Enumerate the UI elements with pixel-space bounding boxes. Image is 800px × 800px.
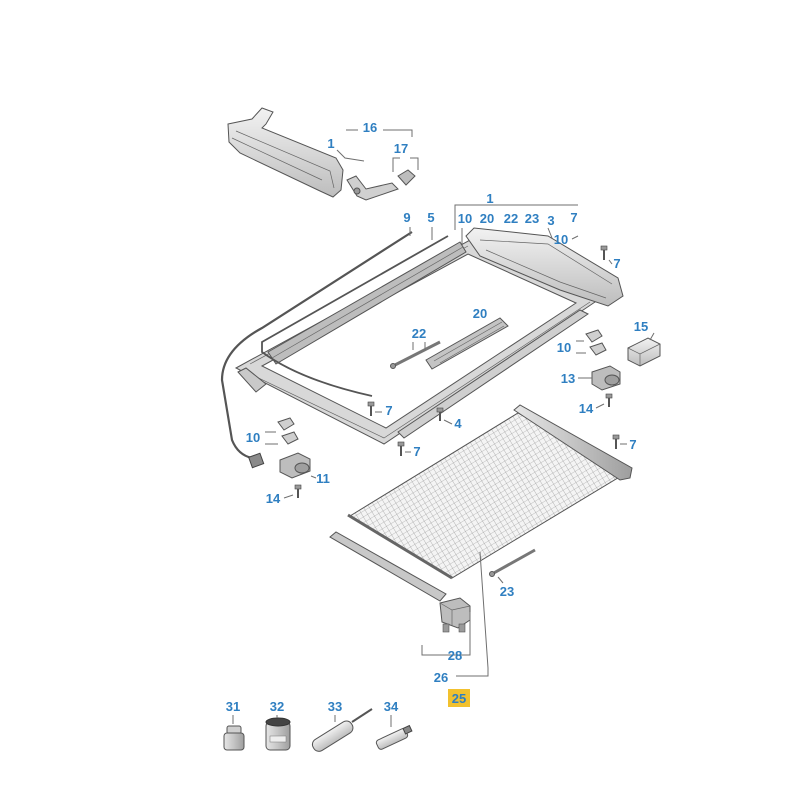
cable-part	[220, 231, 413, 469]
callout-7-right[interactable]: 7	[629, 437, 636, 452]
seal-strip-part	[261, 235, 449, 397]
can-32-part	[265, 717, 291, 751]
callout-23-bottom[interactable]: 23	[500, 584, 514, 599]
callout-22-top[interactable]: 22	[504, 211, 518, 226]
callout-26[interactable]: 26	[434, 670, 448, 685]
screw-14-left	[294, 484, 302, 498]
rod-part	[390, 340, 441, 369]
screw-7-bottom	[397, 441, 405, 456]
callout-1-frame[interactable]: 1	[486, 191, 493, 206]
callout-31[interactable]: 31	[226, 699, 240, 714]
clip-28-part	[439, 597, 471, 633]
callout-33[interactable]: 33	[328, 699, 342, 714]
callout-22-middle[interactable]: 22	[412, 326, 426, 341]
screw-4	[436, 407, 444, 421]
callout-15[interactable]: 15	[634, 319, 648, 334]
screw-7-top-right	[600, 245, 608, 260]
middle-guide-part	[425, 317, 509, 370]
callout-11[interactable]: 11	[316, 471, 330, 486]
front-strip-part	[329, 531, 447, 602]
callout-32[interactable]: 32	[270, 699, 284, 714]
deflector-arm-part	[346, 169, 416, 201]
rod-23-part	[489, 548, 536, 577]
leader-lines-screws	[283, 259, 627, 499]
wind-deflector-part	[227, 107, 344, 198]
callout-17[interactable]: 17	[394, 141, 408, 156]
callout-34[interactable]: 34	[384, 699, 399, 714]
callout-14-right[interactable]: 14	[579, 401, 594, 416]
callout-13[interactable]: 13	[561, 371, 575, 386]
bottle-31-part	[223, 725, 245, 751]
cartridge-33-part	[311, 708, 373, 752]
leader-line-11	[310, 475, 317, 479]
control-unit-15-part	[627, 337, 661, 367]
screw-7-left	[367, 401, 375, 416]
callout-10-frame[interactable]: 10	[554, 232, 568, 247]
bracket-10-right	[585, 329, 607, 356]
callout-7-top[interactable]: 7	[570, 210, 577, 225]
tube-34-part	[375, 724, 413, 750]
leader-lines-right	[578, 332, 655, 379]
callout-25[interactable]: 25	[452, 691, 466, 706]
callout-23-top[interactable]: 23	[525, 211, 539, 226]
callout-1-deflector[interactable]: 1	[327, 136, 334, 151]
callout-5[interactable]: 5	[427, 210, 434, 225]
callout-4[interactable]: 4	[454, 416, 462, 431]
callout-25-highlight	[448, 689, 470, 707]
callout-7-top-right[interactable]: 7	[613, 256, 620, 271]
callout-7-left[interactable]: 7	[385, 403, 392, 418]
leader-lines-blind	[421, 551, 504, 677]
motor-13-part	[591, 365, 621, 391]
right-guide-rail-part	[397, 309, 589, 439]
callout-10-left[interactable]: 10	[246, 430, 260, 445]
callout-16[interactable]: 16	[363, 120, 377, 135]
callout-10-right[interactable]: 10	[557, 340, 571, 355]
screw-14-right	[605, 393, 613, 407]
callout-9[interactable]: 9	[403, 210, 410, 225]
sun-blind-mesh-part	[347, 404, 633, 580]
leader-lines-frame	[265, 204, 586, 445]
leader-lines-deflector	[336, 129, 419, 172]
motor-11-part	[279, 452, 311, 479]
callout-10-top[interactable]: 10	[458, 211, 472, 226]
callout-20-middle[interactable]: 20	[473, 306, 487, 321]
callout-7-bottom[interactable]: 7	[413, 444, 420, 459]
bracket-10-left	[277, 417, 299, 445]
callout-3[interactable]: 3	[547, 213, 554, 228]
callout-20-top[interactable]: 20	[480, 211, 494, 226]
leader-lines-bottom	[232, 715, 392, 727]
callout-14-left[interactable]: 14	[266, 491, 281, 506]
screw-7-right	[612, 434, 620, 449]
callout-28[interactable]: 28	[448, 648, 462, 663]
